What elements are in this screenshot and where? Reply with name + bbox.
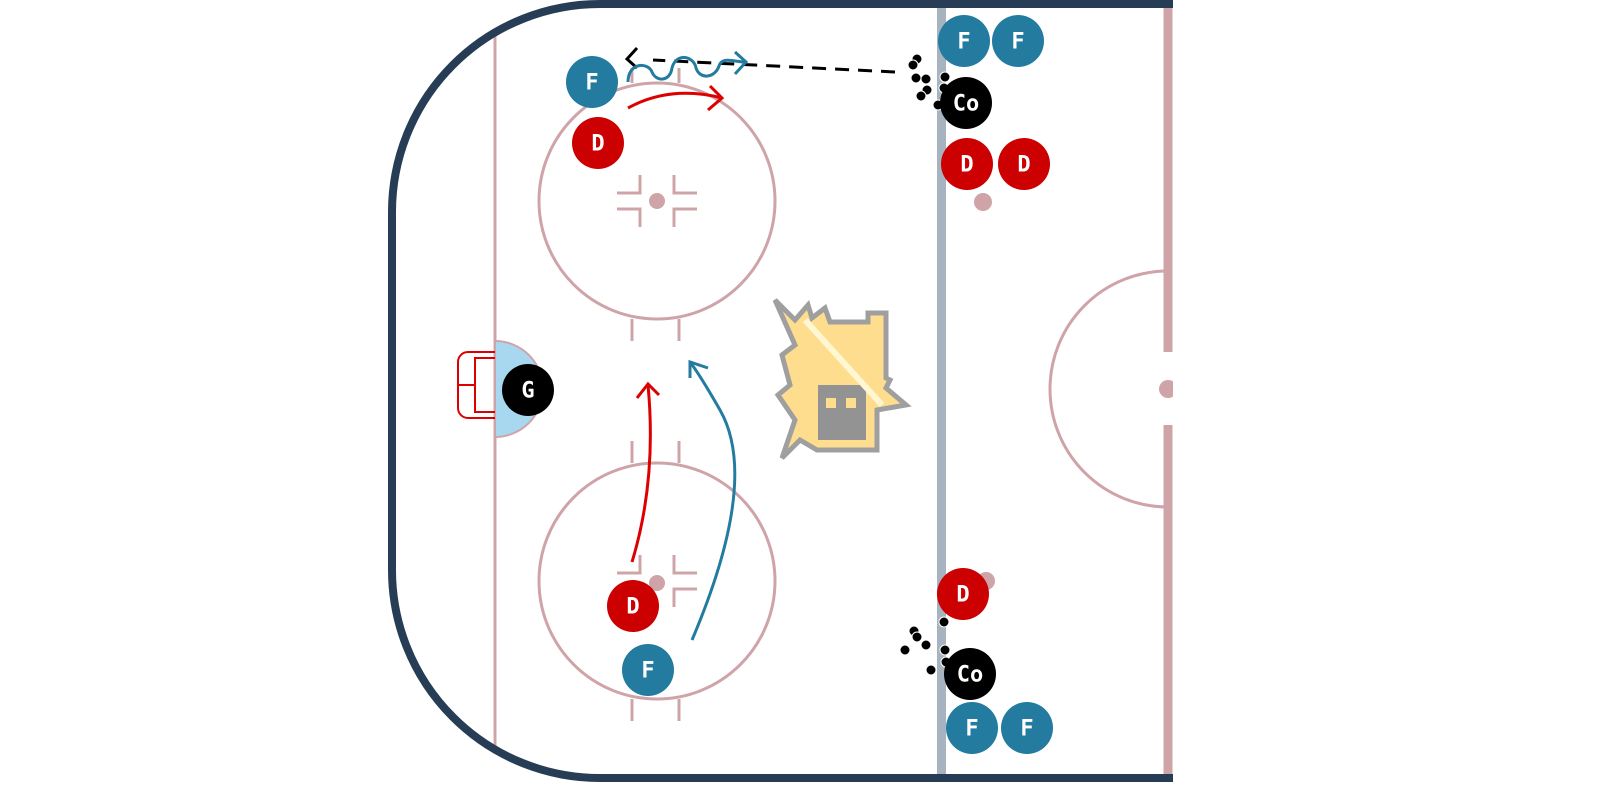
players: F D F F Co D D G D F D Co F F (502, 15, 1053, 754)
faceoff-circle-bottom (537, 441, 777, 721)
pass-dashed-line (652, 58, 896, 74)
svg-text:G: G (521, 379, 534, 404)
team-logo (772, 298, 912, 460)
player-defense[interactable]: D (607, 580, 659, 632)
svg-text:F: F (641, 659, 654, 684)
svg-text:Co: Co (957, 663, 984, 688)
player-forward[interactable]: F (992, 15, 1044, 67)
svg-text:F: F (965, 717, 978, 742)
goal-net (457, 351, 495, 419)
svg-text:F: F (1020, 717, 1033, 742)
player-forward[interactable]: F (938, 15, 990, 67)
svg-text:D: D (591, 132, 604, 157)
player-coach[interactable]: Co (940, 77, 992, 129)
player-forward[interactable]: F (566, 56, 618, 108)
player-goalie[interactable]: G (502, 364, 554, 416)
player-forward[interactable]: F (946, 702, 998, 754)
svg-text:F: F (957, 30, 970, 55)
svg-text:D: D (956, 583, 969, 608)
blue-line (937, 4, 946, 778)
svg-text:D: D (626, 595, 639, 620)
red-arrowhead-icon (635, 381, 661, 399)
pass-arrowhead-icon (624, 46, 639, 70)
faceoff-circle-top (537, 68, 777, 341)
player-defense[interactable]: D (998, 138, 1050, 190)
drill-paths (624, 46, 896, 641)
player-defense[interactable]: D (937, 568, 989, 620)
skate-with-puck-path (626, 56, 746, 83)
red-skate-top (627, 91, 723, 110)
svg-text:F: F (1011, 30, 1024, 55)
center-faceoff-dot (1159, 380, 1173, 398)
player-coach[interactable]: Co (944, 648, 996, 700)
svg-text:Co: Co (953, 92, 980, 117)
svg-text:D: D (960, 153, 973, 178)
blue-arrowhead-icon (688, 359, 709, 378)
red-skate-bottom (630, 384, 652, 563)
red-arrowhead-icon (707, 84, 725, 112)
player-forward[interactable]: F (1001, 702, 1053, 754)
svg-text:D: D (1017, 153, 1030, 178)
player-defense[interactable]: D (941, 138, 993, 190)
blue-skate-bottom (688, 361, 737, 641)
center-circle (1048, 269, 1169, 509)
player-defense[interactable]: D (572, 117, 624, 169)
svg-text:F: F (585, 71, 598, 96)
neutral-dot-top (974, 193, 992, 211)
rink-boards (388, 0, 1173, 782)
skate-arrowhead-icon (733, 50, 749, 76)
player-forward[interactable]: F (622, 644, 674, 696)
